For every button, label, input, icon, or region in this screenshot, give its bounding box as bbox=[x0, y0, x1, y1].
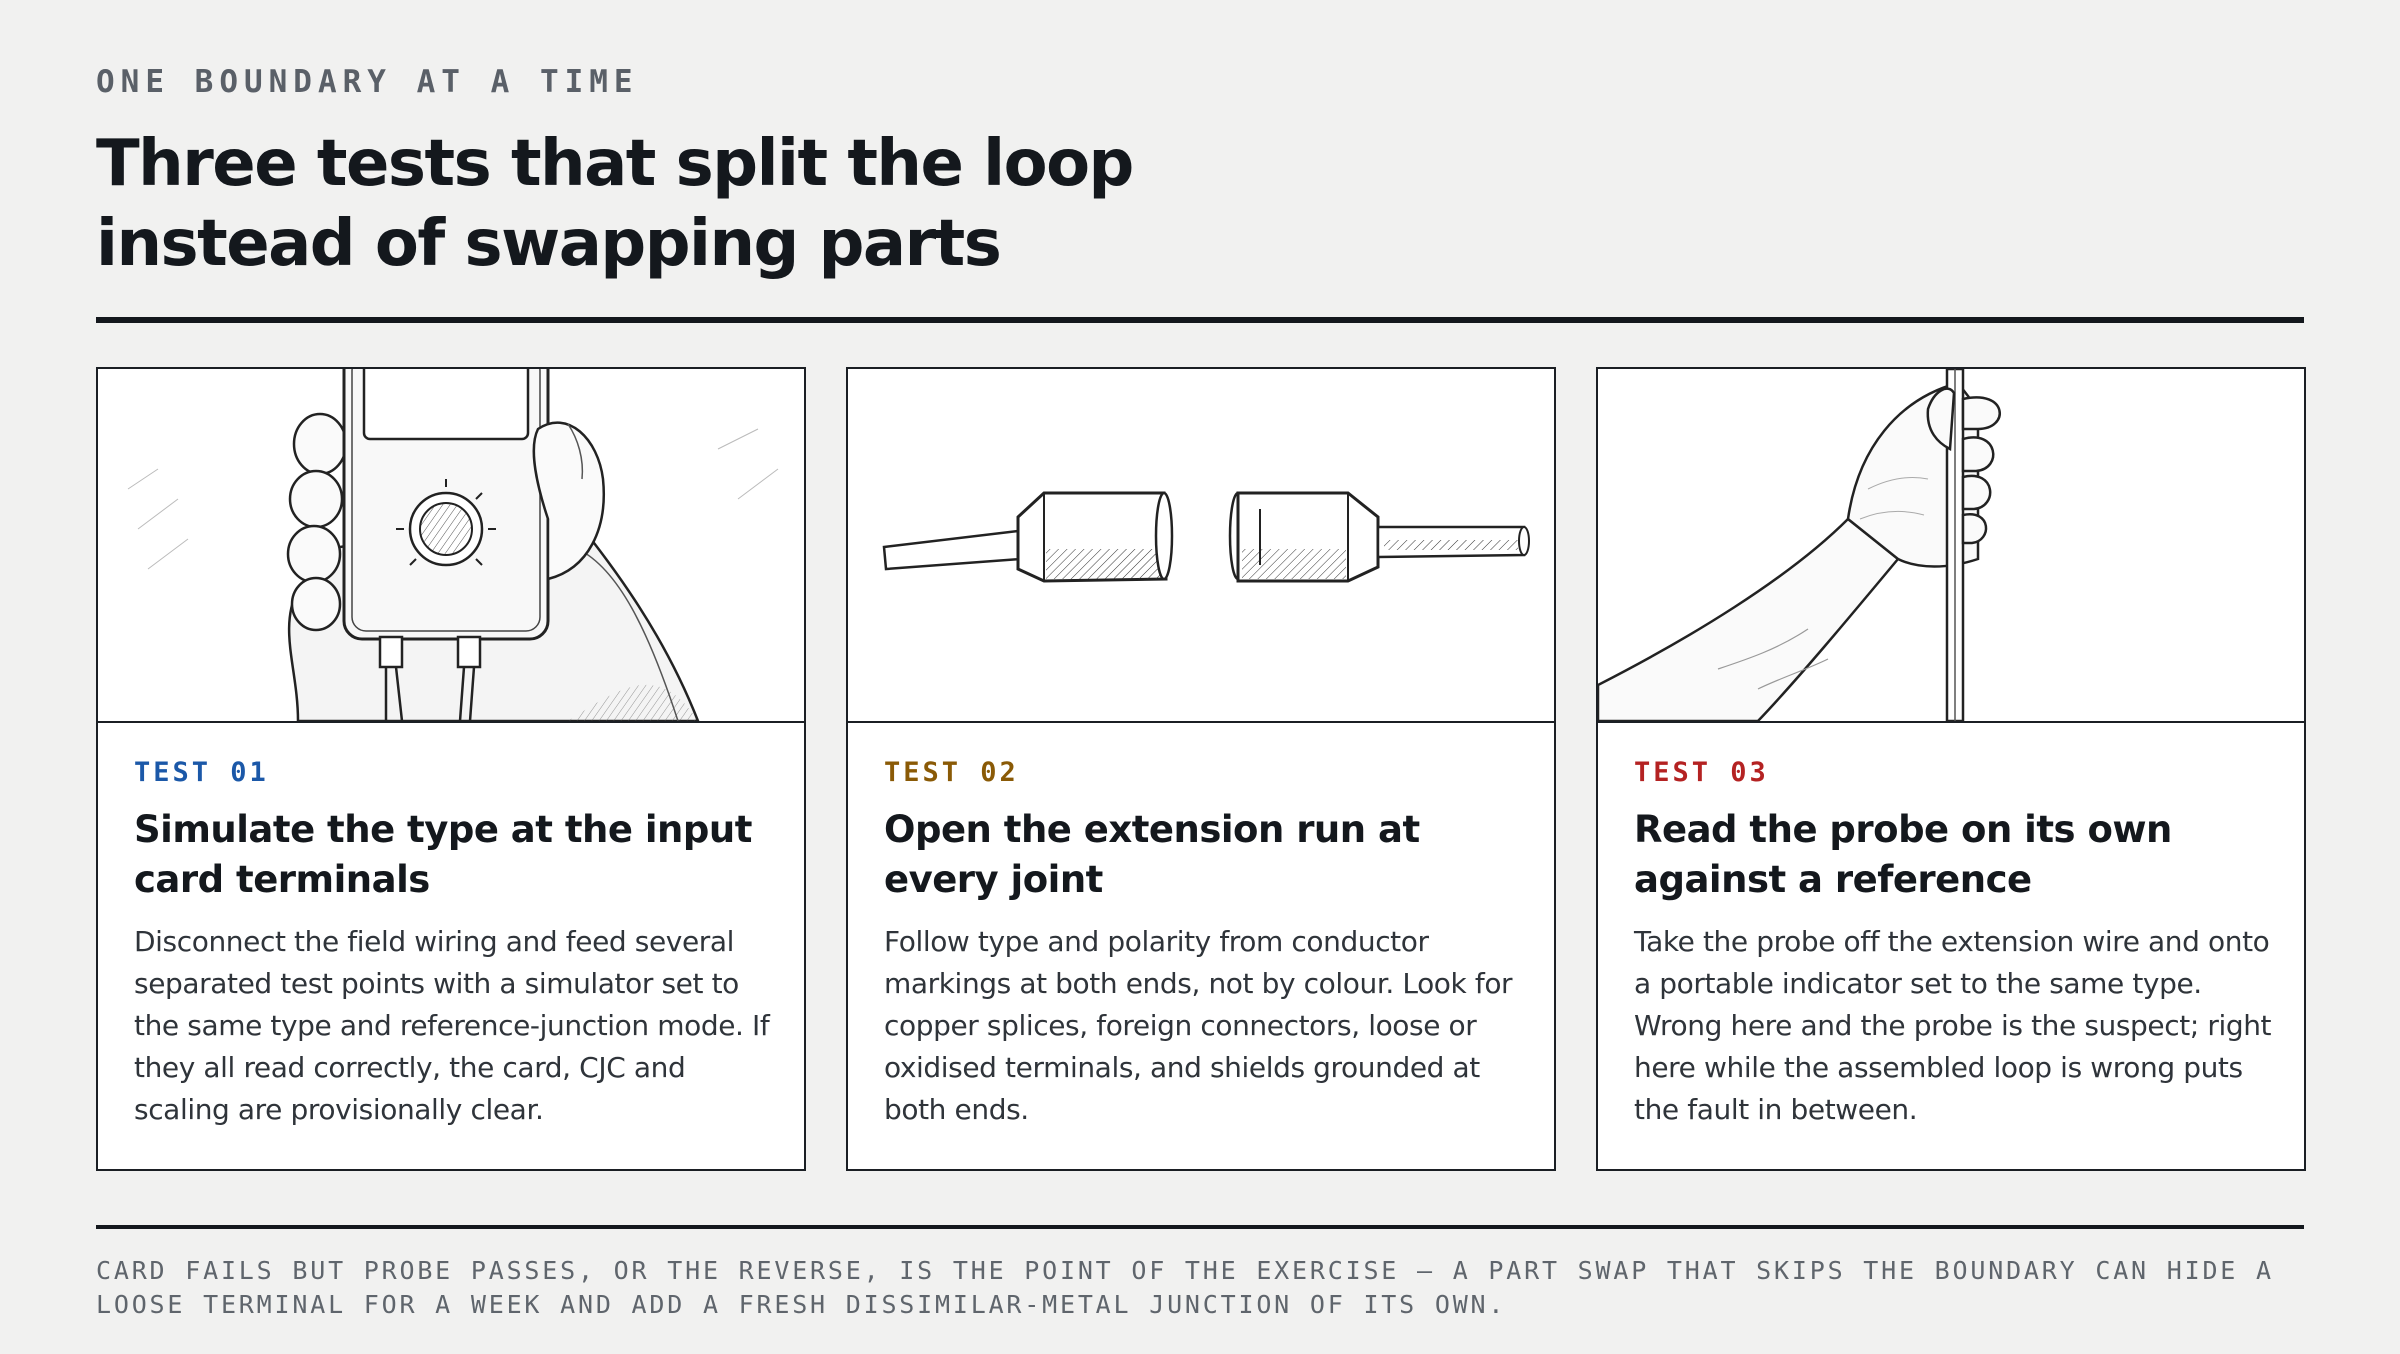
card-body: Take the probe off the extension wire an… bbox=[1634, 925, 2272, 1126]
top-divider bbox=[96, 317, 2304, 323]
test-card-3: TEST 03 Read the probe on its own agains… bbox=[1596, 367, 2306, 1171]
test-card-1: TEST 01 Simulate the type at the input c… bbox=[96, 367, 806, 1171]
title-line-1: Three tests that split the loop bbox=[96, 127, 1134, 201]
card-heading: Open the extension run at every joint bbox=[884, 808, 1420, 901]
card-tag: TEST 03 bbox=[1634, 757, 1769, 788]
bottom-divider bbox=[96, 1225, 2304, 1229]
test-card-2: TEST 02 Open the extension run at every … bbox=[846, 367, 1556, 1171]
footer-note: CARD FAILS BUT PROBE PASSES, OR THE REVE… bbox=[96, 1256, 2274, 1319]
card-heading: Read the probe on its own against a refe… bbox=[1634, 808, 2172, 901]
test-cards: TEST 01 Simulate the type at the input c… bbox=[96, 367, 2306, 1171]
card-tag: TEST 01 bbox=[134, 757, 269, 788]
hand-holding-probe-icon bbox=[1598, 369, 2304, 723]
card-tag: TEST 02 bbox=[884, 757, 1019, 788]
page-title: Three tests that split the loop instead … bbox=[96, 124, 1296, 284]
title-line-2: instead of swapping parts bbox=[96, 207, 1002, 281]
eyebrow-label: ONE BOUNDARY AT A TIME bbox=[96, 64, 639, 100]
card-heading: Simulate the type at the input card term… bbox=[134, 808, 752, 901]
card-body: Follow type and polarity from conductor … bbox=[884, 925, 1513, 1126]
hand-holding-simulator-icon bbox=[98, 369, 804, 723]
separated-connector-icon bbox=[848, 369, 1554, 723]
card-body: Disconnect the field wiring and feed sev… bbox=[134, 925, 770, 1126]
